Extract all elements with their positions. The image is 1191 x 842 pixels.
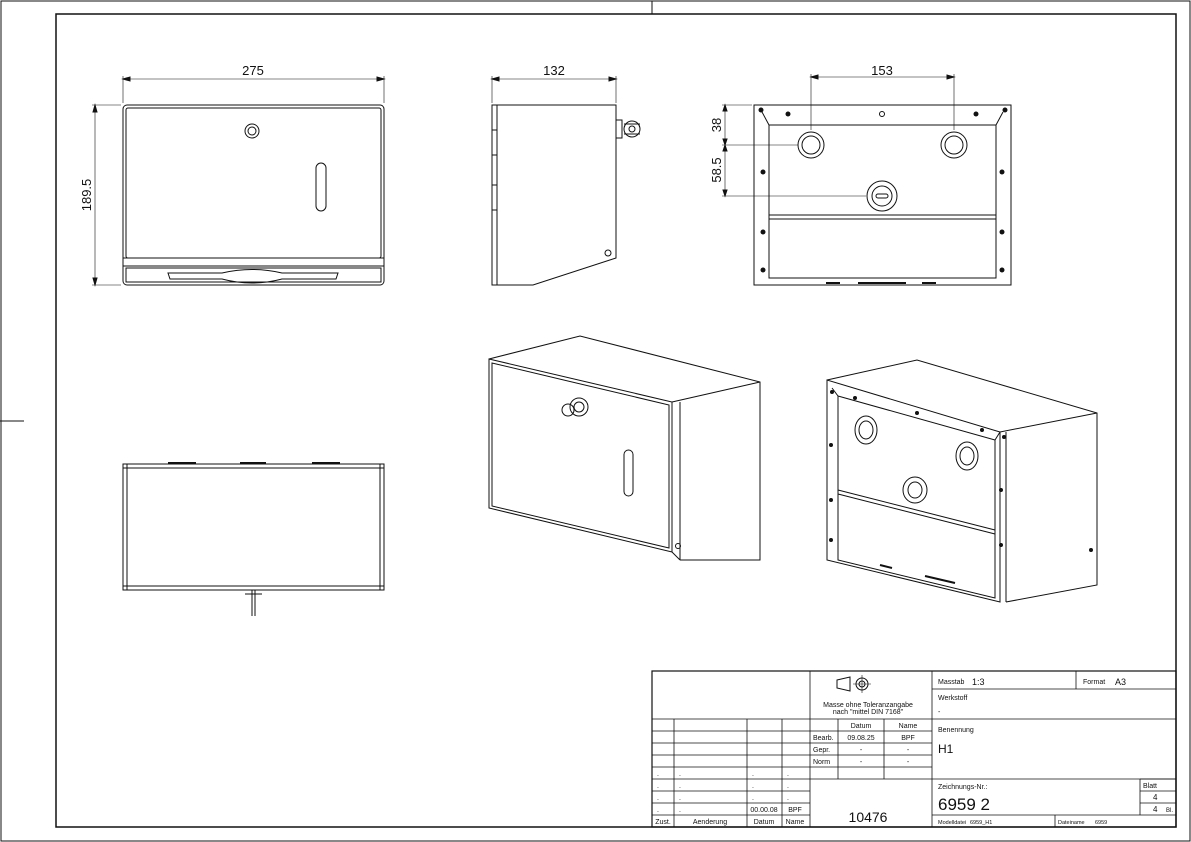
front-width-dimension xyxy=(121,76,386,103)
tolerance-note-1: Masse ohne Toleranzangabe xyxy=(823,702,913,709)
revision-name: BPF xyxy=(788,807,802,814)
model-file-label: Modelldatei xyxy=(938,820,966,826)
svg-text:.: . xyxy=(752,795,754,802)
file-name-value: 6959 xyxy=(1095,820,1107,826)
item-number: 10476 xyxy=(849,809,888,825)
dim-front-width: 275 xyxy=(242,63,264,78)
scale-label: Masstab xyxy=(938,679,965,686)
projection-symbol-icon xyxy=(836,675,871,693)
sheet-label: Blatt xyxy=(1143,783,1157,790)
rev-col-name: Name xyxy=(786,819,805,826)
svg-text:.: . xyxy=(752,771,754,778)
svg-text:.: . xyxy=(679,783,681,790)
role-checked: Gepr. xyxy=(813,747,830,754)
tolerance-note-2: nach "mittel DIN 7168" xyxy=(833,709,904,716)
sheet-total-unit: Bl. xyxy=(1166,808,1173,814)
front-height-dimension xyxy=(92,103,121,287)
format-value: A3 xyxy=(1115,677,1126,687)
svg-text:.: . xyxy=(787,771,789,778)
checked-name: - xyxy=(907,747,910,754)
material-value: - xyxy=(938,709,941,716)
dim-side-depth: 132 xyxy=(543,63,565,78)
role-edited: Bearb. xyxy=(813,735,834,742)
sheet-total: 4 xyxy=(1153,805,1158,814)
svg-text:.: . xyxy=(787,783,789,790)
file-name-label: Dateiname xyxy=(1058,820,1085,826)
rear-dimensions xyxy=(722,74,956,198)
rear-view xyxy=(753,104,1012,286)
side-depth-dimension xyxy=(490,76,618,103)
edited-name: BPF xyxy=(901,735,915,742)
svg-text:.: . xyxy=(679,807,681,814)
role-norm: Norm xyxy=(813,759,830,766)
dim-front-height: 189.5 xyxy=(79,179,94,212)
front-view xyxy=(122,104,385,286)
dim-rear-top-offset: 38 xyxy=(709,118,724,132)
edited-date: 09.08.25 xyxy=(847,735,874,742)
svg-text:.: . xyxy=(787,795,789,802)
svg-text:.: . xyxy=(752,783,754,790)
isometric-rear-view xyxy=(826,359,1098,603)
format-label: Format xyxy=(1083,679,1105,686)
empty-revision-marks: .... .... .... .. xyxy=(657,771,789,814)
svg-text:.: . xyxy=(679,771,681,778)
side-view xyxy=(491,104,641,286)
isometric-front-view xyxy=(488,335,761,561)
norm-date: - xyxy=(860,759,863,766)
title-block xyxy=(651,670,1177,828)
rev-col-date: Datum xyxy=(754,819,775,826)
dim-rear-hole-spacing: 153 xyxy=(871,63,893,78)
checked-date: - xyxy=(860,747,863,754)
sheet-value: 4 xyxy=(1153,793,1158,802)
dim-rear-hole-offset: 58.5 xyxy=(709,157,724,182)
material-label: Werkstoff xyxy=(938,695,967,702)
rev-col-zust: Zust. xyxy=(655,819,671,826)
scale-value: 1:3 xyxy=(972,677,985,687)
svg-text:.: . xyxy=(657,771,659,778)
norm-name: - xyxy=(907,759,910,766)
model-file-value: 6959_H1 xyxy=(970,820,992,826)
top-view xyxy=(122,462,385,616)
revision-date: 00.00.08 xyxy=(750,807,777,814)
name-label: Benennung xyxy=(938,727,974,734)
svg-text:.: . xyxy=(679,795,681,802)
svg-text:.: . xyxy=(657,807,659,814)
date-header: Datum xyxy=(851,723,872,730)
name-value: H1 xyxy=(938,742,954,756)
rev-col-change: Aenderung xyxy=(693,819,727,826)
drawing-no-value: 6959 2 xyxy=(938,795,990,814)
svg-text:.: . xyxy=(657,795,659,802)
drawing-no-label: Zeichnungs-Nr.: xyxy=(938,784,987,791)
name-header: Name xyxy=(899,723,918,730)
svg-text:.: . xyxy=(657,783,659,790)
